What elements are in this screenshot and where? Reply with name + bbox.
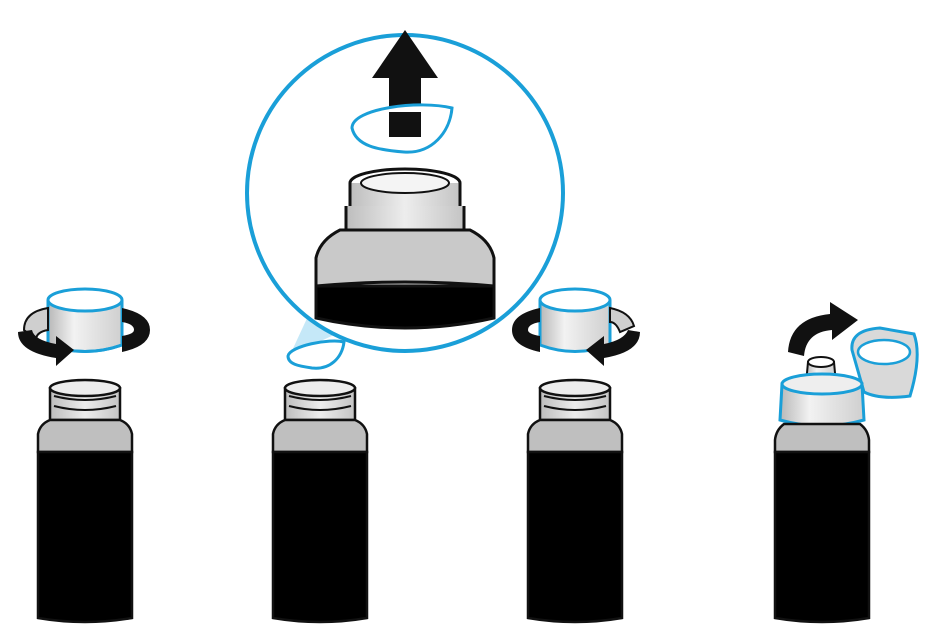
bottle-step-4 <box>773 302 919 624</box>
rotate-right-arrow-icon <box>512 306 640 366</box>
bottle-step-2 <box>271 339 369 624</box>
rotate-left-arrow-icon <box>18 306 150 366</box>
magnifier-callout <box>245 30 565 355</box>
up-arrow-icon <box>372 30 438 135</box>
bottle-cap <box>538 287 612 353</box>
bottle-cap-base <box>778 372 866 428</box>
magnified-bottle-neck <box>344 167 466 241</box>
curved-arrow-icon <box>788 302 858 356</box>
bottle-step-1 <box>18 287 150 624</box>
bottle-step-3 <box>512 287 640 624</box>
flip-top-lid <box>850 326 919 399</box>
magnified-bottle-shoulder <box>314 228 496 330</box>
arrow-stem-overlap <box>389 112 421 137</box>
small-seal-icon <box>286 339 346 370</box>
